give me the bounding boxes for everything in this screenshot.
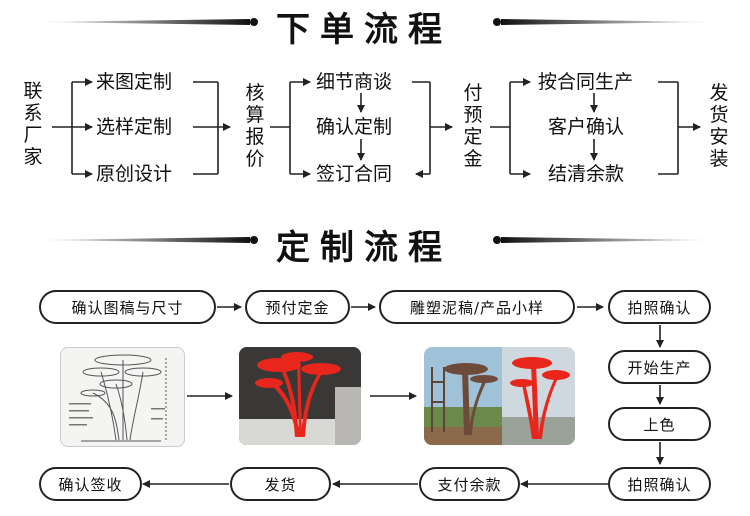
title-ornament-left [35,18,258,26]
deposit-step: 付预定金 [463,82,483,170]
step-clay-model: 雕塑泥稿/产品小样 [379,290,575,324]
ship-install-step: 发货安装 [709,82,729,170]
step-confirm-drawing: 确认图稿与尺寸 [39,290,216,324]
quote-step: 核算报价 [245,82,265,170]
settle-balance: 结清余款 [548,163,625,185]
step-pay-balance: 支付余款 [419,467,520,501]
step-photo-confirm-1: 拍照确认 [608,290,711,324]
branch-from-drawing: 来图定制 [96,71,173,93]
step-start-production: 开始生产 [608,350,711,384]
step-prepay-deposit: 预付定金 [245,290,350,324]
confirm-customization: 确认定制 [316,116,393,138]
design-drawing-image [60,347,185,447]
step-photo-confirm-2: 拍照确认 [608,467,711,501]
produce-per-contract: 按合同生产 [538,71,634,93]
order-flow-title: 下单流程 [276,10,452,50]
title-ornament-left-2 [35,236,258,244]
finished-sculpture-photo [424,347,575,445]
negotiate-details: 细节商谈 [316,71,393,93]
step-coloring: 上色 [608,407,711,441]
sign-contract: 签订合同 [316,163,393,185]
branch-from-sample: 选样定制 [96,116,173,138]
title-ornament-right [493,18,715,26]
branch-original-design: 原创设计 [96,163,173,185]
custom-flow-title: 定制流程 [276,228,452,268]
title-ornament-right-2 [493,236,715,244]
step-ship: 发货 [230,467,331,501]
clay-sample-photo [239,347,361,445]
start-contact-factory: 联系厂家 [23,80,43,168]
customer-confirm: 客户确认 [548,116,625,138]
step-sign-receipt: 确认签收 [39,467,142,501]
